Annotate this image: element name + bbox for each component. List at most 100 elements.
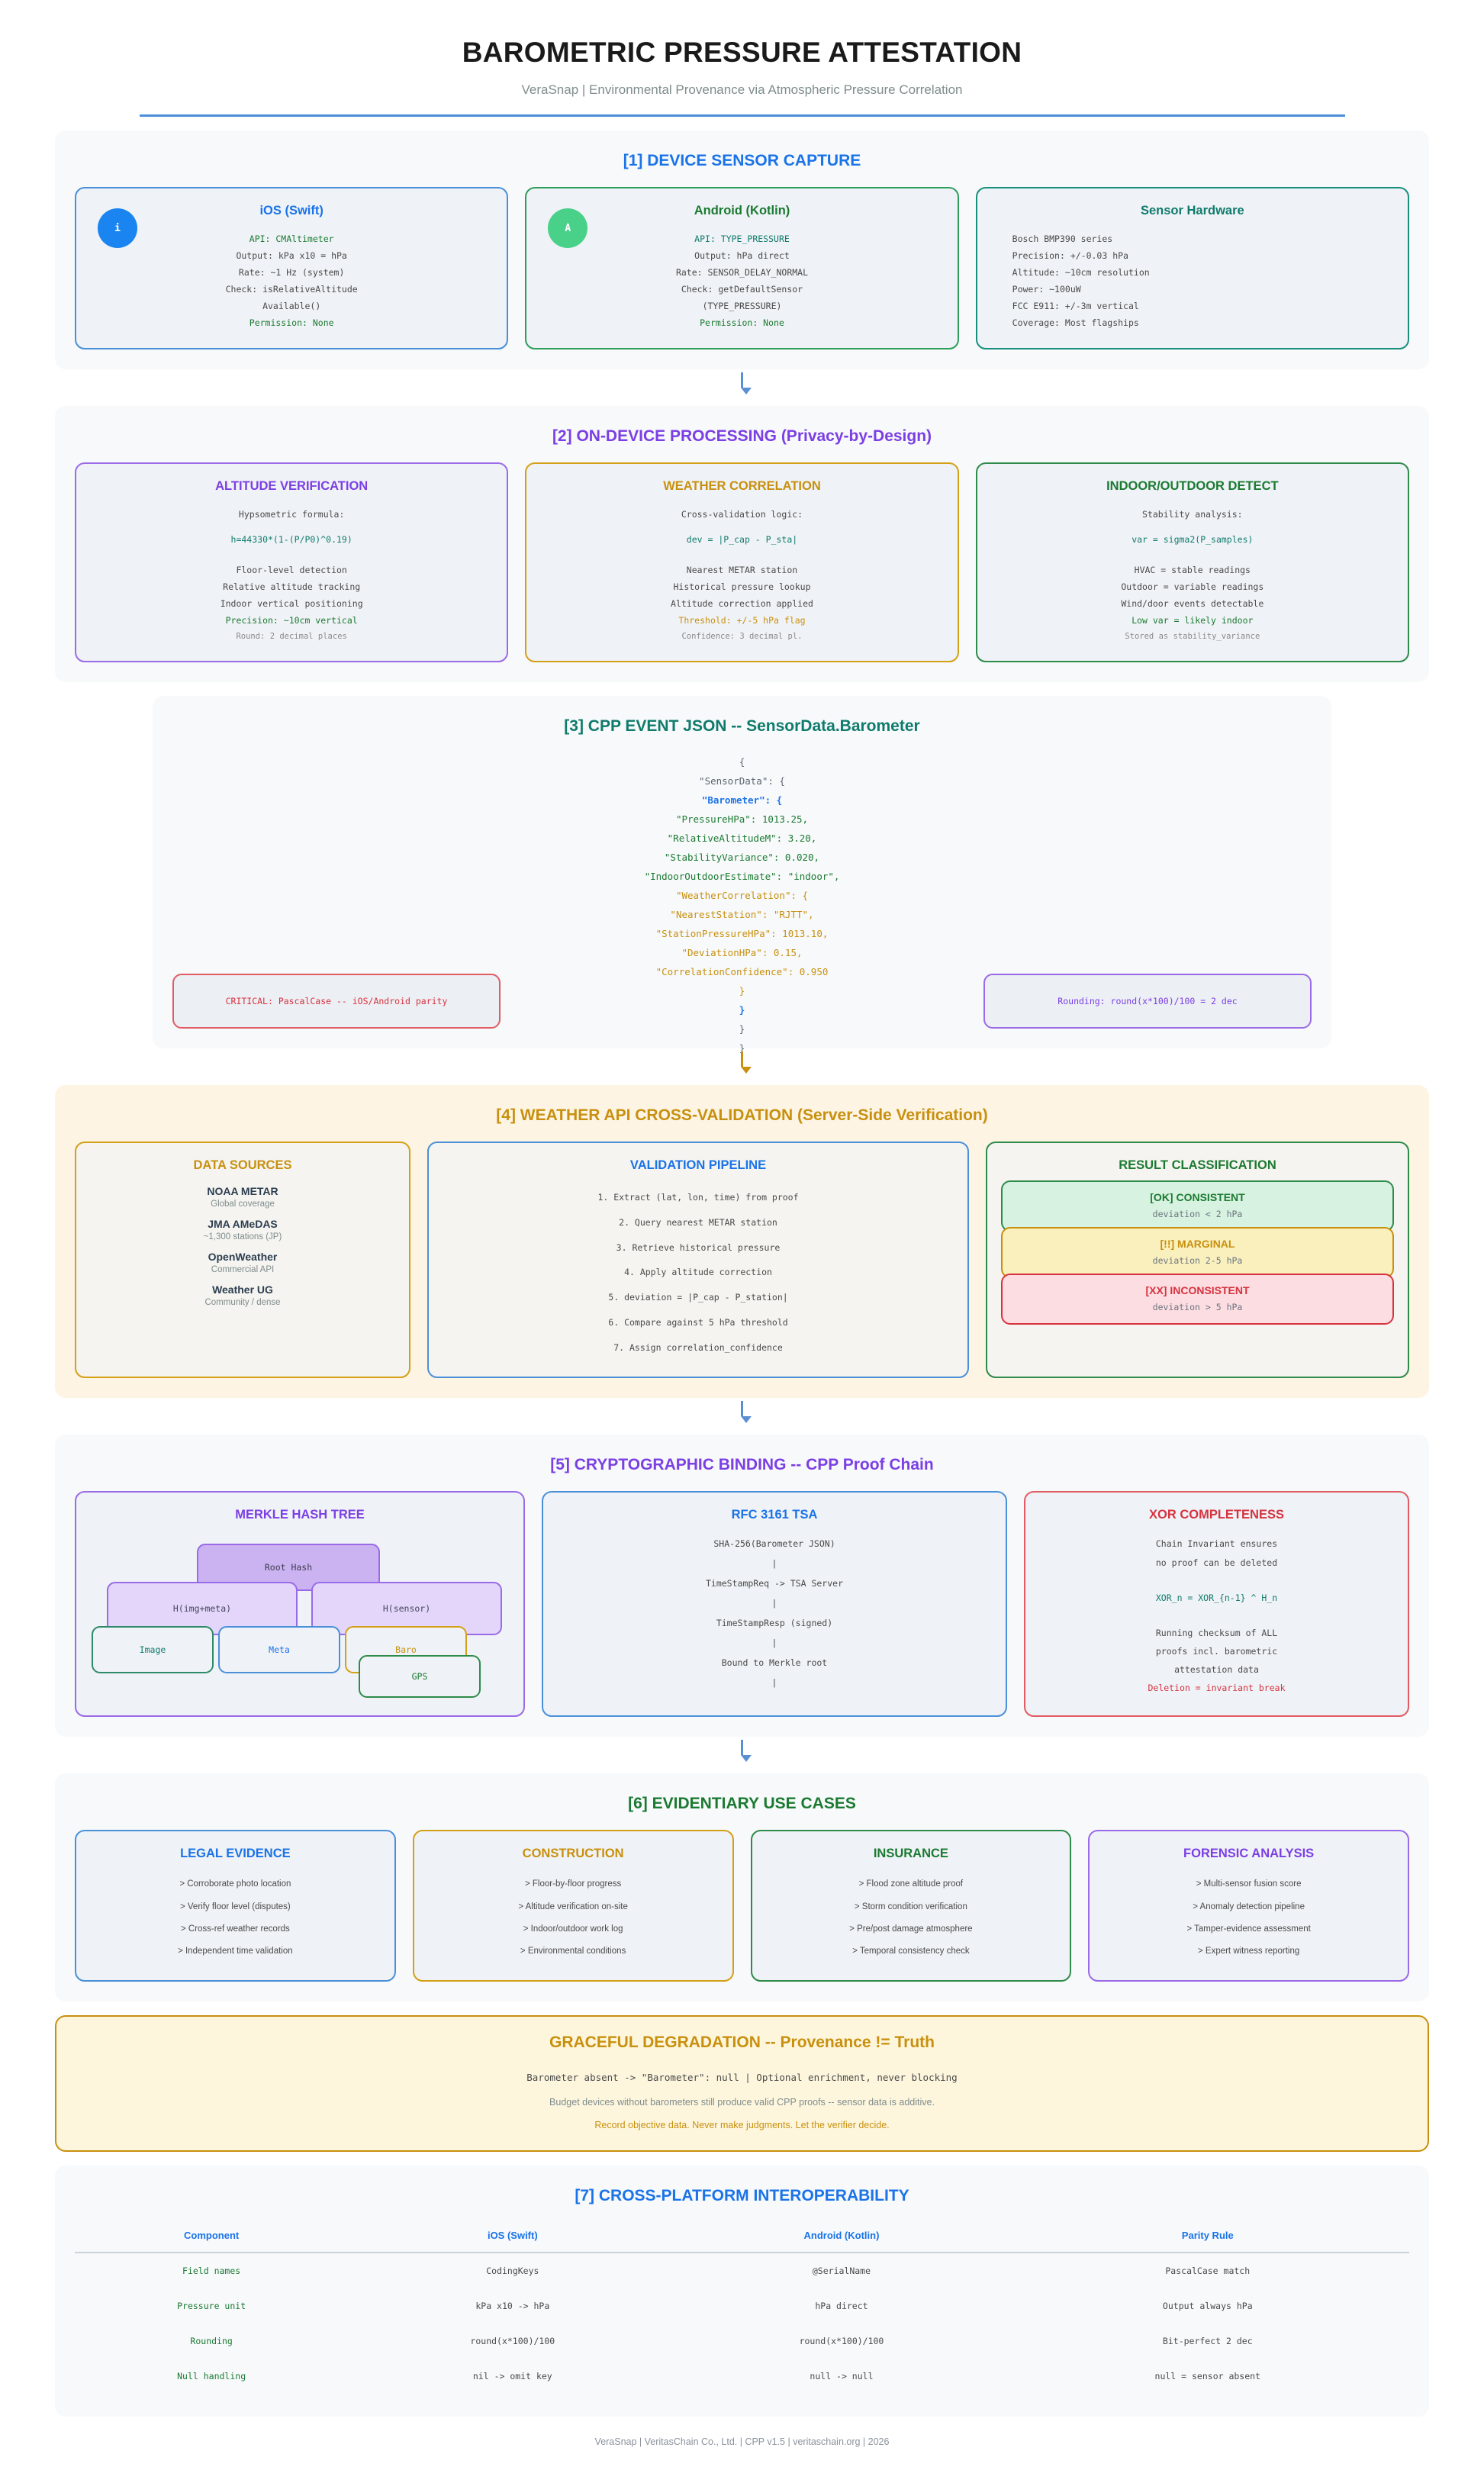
table-row: Null handling nil -> omit key null -> nu… [75, 2359, 1409, 2394]
indoor-formula: var = sigma2(P_samples) [1132, 533, 1254, 545]
json-line-15: } [739, 1042, 745, 1055]
table-row: Pressure unit kPa x10 -> hPa hPa direct … [75, 2288, 1409, 2323]
section-device-sensor-capture: [1] DEVICE SENSOR CAPTURE i iOS (Swift) … [55, 130, 1429, 370]
xor-warn: Deletion = invariant break [1148, 1683, 1286, 1694]
android-line-check: Check: getDefaultSensor [681, 284, 803, 295]
insurance-title: INSURANCE [873, 1847, 948, 1861]
row3-ios: nil -> omit key [472, 2370, 552, 2381]
pipeline-step-3: 3. Retrieve historical pressure [616, 1241, 781, 1253]
json-line-9: "StationPressureHPa": 1013.10, [655, 928, 829, 940]
tsa-line-2: TimeStampReq -> TSA Server [705, 1578, 843, 1589]
section-cross-platform-interoperability: [7] CROSS-PLATFORM INTEROPERABILITY Comp… [55, 2165, 1429, 2417]
card-merkle-hash-tree: MERKLE HASH TREE Root Hash H(img+meta) H… [75, 1491, 525, 1718]
ds-name-3: Weather UG [212, 1283, 273, 1296]
result-inconsistent-sub: deviation > 5 hPa [1152, 1302, 1243, 1313]
indoor-accent: Low var = likely indoor [1132, 614, 1254, 626]
card-insurance: INSURANCE > Flood zone altitude proof > … [750, 1830, 1072, 1982]
row2-android: round(x*100)/100 [799, 2335, 884, 2346]
section7-title: [7] CROSS-PLATFORM INTEROPERABILITY [575, 2186, 909, 2204]
tsa-title: RFC 3161 TSA [731, 1508, 818, 1522]
card-forensic-analysis: FORENSIC ANALYSIS > Multi-sensor fusion … [1088, 1830, 1409, 1982]
card-ios-title: iOS (Swift) [259, 204, 324, 217]
altitude-accent: Precision: ~10cm vertical [225, 614, 358, 626]
card-altitude-verification: ALTITUDE VERIFICATION Hypsometric formul… [75, 462, 509, 663]
weather-line-2: Altitude correction applied [671, 597, 813, 609]
section3-title: [3] CPP EVENT JSON -- SensorData.Baromet… [564, 717, 920, 736]
json-line-14: } [739, 1023, 745, 1035]
hw-line-coverage: Coverage: Most flagships [1012, 317, 1139, 329]
xor-body-1: proofs incl. barometric [1155, 1646, 1278, 1657]
construction-item-3: > Environmental conditions [520, 1947, 626, 1956]
ds-name-0: NOAA METAR [207, 1185, 278, 1198]
card-weather-correlation: WEATHER CORRELATION Cross-validation log… [525, 462, 959, 663]
hw-line-model: Bosch BMP390 series [1012, 233, 1113, 244]
pipeline-step-1: 1. Extract (lat, lon, time) from proof [597, 1192, 799, 1203]
json-line-11: "CorrelationConfidence": 0.950 [655, 966, 829, 978]
ios-line-permission: Permission: None [249, 317, 334, 329]
section-cryptographic-binding: [5] CRYPTOGRAPHIC BINDING -- CPP Proof C… [55, 1435, 1429, 1737]
forensic-title: FORENSIC ANALYSIS [1183, 1847, 1315, 1861]
insurance-item-2: > Pre/post damage atmosphere [849, 1924, 973, 1934]
result-marginal-sub: deviation 2-5 hPa [1152, 1255, 1243, 1267]
tsa-line-0: SHA-256(Barometer JSON) [713, 1538, 835, 1550]
row3-component: Null handling [177, 2370, 246, 2381]
card-xor-completeness: XOR COMPLETENESS Chain Invariant ensures… [1024, 1491, 1409, 1718]
hw-line-precision: Precision: +/-0.03 hPa [1012, 250, 1128, 262]
weather-line-1: Historical pressure lookup [673, 581, 811, 592]
altitude-formula: h=44330*(1-(P/P0)^0.19) [230, 533, 352, 545]
card-rfc3161-tsa: RFC 3161 TSA SHA-256(Barometer JSON) | T… [542, 1491, 1007, 1718]
weather-line-0: Nearest METAR station [686, 564, 798, 575]
android-line-check2: (TYPE_PRESSURE) [702, 301, 782, 312]
card-ios-swift: i iOS (Swift) API: CMAltimeter Output: k… [75, 187, 509, 350]
tsa-line-6: Bound to Merkle root [721, 1657, 828, 1668]
ios-line-rate: Rate: ~1 Hz (system) [238, 267, 345, 279]
card-hardware-title: Sensor Hardware [1140, 204, 1244, 217]
tsa-line-3: | [771, 1598, 777, 1609]
legal-item-3: > Independent time validation [178, 1947, 293, 1956]
indoor-line-2: Wind/door events detectable [1121, 597, 1264, 609]
forensic-item-1: > Anomaly detection pipeline [1193, 1902, 1305, 1911]
card-sensor-hardware: Sensor Hardware Bosch BMP390 series Prec… [975, 187, 1409, 350]
json-callouts: CRITICAL: PascalCase -- iOS/Android pari… [172, 974, 1312, 1029]
json-line-2: "Barometer": { [701, 794, 783, 807]
construction-item-1: > Altitude verification on-site [518, 1902, 628, 1911]
classification-stack: [OK] CONSISTENT deviation < 2 hPa [!!] M… [1001, 1180, 1394, 1325]
card-result-classification: RESULT CLASSIFICATION [OK] CONSISTENT de… [986, 1142, 1409, 1379]
weather-lead: Cross-validation logic: [681, 509, 803, 520]
graceful-line-2: Budget devices without barometers still … [549, 2096, 935, 2108]
ios-line-check2: Available() [262, 301, 321, 312]
json-line-4: "RelativeAltitudeM": 3.20, [667, 832, 817, 845]
android-line-output: Output: hPa direct [694, 250, 790, 262]
pipeline-step-4: 4. Apply altitude correction [624, 1267, 772, 1278]
weather-formula: dev = |P_cap - P_sta| [686, 533, 798, 545]
row1-parity: Output always hPa [1162, 2300, 1253, 2311]
legal-item-1: > Verify floor level (disputes) [179, 1902, 291, 1911]
data-source-item: NOAA METAR Global coverage [90, 1185, 395, 1209]
json-line-8: "NearestStation": "RJTT", [670, 909, 814, 921]
indoor-line-0: HVAC = stable readings [1134, 564, 1251, 575]
row3-android: null -> null [810, 2370, 874, 2381]
json-line-6: "IndoorOutdoorEstimate": "indoor", [644, 871, 840, 883]
tsa-line-1: | [771, 1558, 777, 1570]
json-line-10: "DeviationHPa": 0.15, [681, 947, 803, 959]
row1-component: Pressure unit [177, 2300, 246, 2311]
insurance-item-0: > Flood zone altitude proof [858, 1879, 964, 1889]
data-source-item: JMA AMeDAS ~1,300 stations (JP) [90, 1218, 395, 1241]
legal-title: LEGAL EVIDENCE [180, 1847, 291, 1861]
arrow-3-to-4 [0, 1051, 1484, 1074]
card-data-sources: DATA SOURCES NOAA METAR Global coverage … [75, 1142, 410, 1379]
section4-title: [4] WEATHER API CROSS-VALIDATION (Server… [496, 1106, 988, 1125]
indoor-note: Stored as stability_variance [1125, 631, 1260, 641]
card-legal-evidence: LEGAL EVIDENCE > Corroborate photo locat… [75, 1830, 396, 1982]
json-line-7: "WeatherCorrelation": { [675, 890, 809, 902]
json-line-13: } [739, 1004, 745, 1016]
card-android-kotlin: A Android (Kotlin) API: TYPE_PRESSURE Ou… [525, 187, 959, 350]
section1-title: [1] DEVICE SENSOR CAPTURE [623, 152, 861, 169]
weather-accent: Threshold: +/-5 hPa flag [678, 614, 806, 626]
col-ios: iOS (Swift) [348, 2221, 678, 2253]
construction-title: CONSTRUCTION [522, 1847, 624, 1861]
insurance-item-3: > Temporal consistency check [852, 1947, 970, 1956]
altitude-lead: Hypsometric formula: [238, 509, 345, 520]
card-validation-pipeline: VALIDATION PIPELINE 1. Extract (lat, lon… [427, 1142, 969, 1379]
